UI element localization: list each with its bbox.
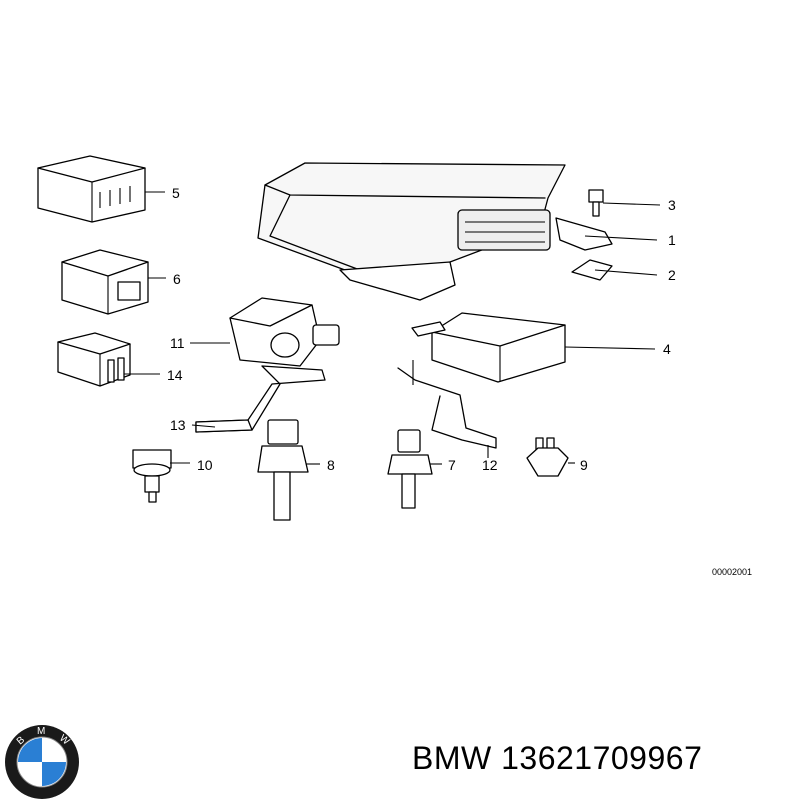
- part-number-caption: BMW 13621709967: [412, 740, 703, 776]
- callout-9: 9: [580, 457, 588, 473]
- relay-14: [57, 332, 160, 387]
- svg-text:M: M: [37, 726, 45, 737]
- callout-5: 5: [172, 185, 180, 201]
- callout-7: 7: [448, 457, 456, 473]
- sensor-10: [132, 449, 190, 503]
- bracket-12: [397, 360, 497, 458]
- callout-8: 8: [327, 457, 335, 473]
- callout-11: 11: [170, 335, 185, 351]
- callout-14: 14: [167, 367, 183, 383]
- callout-1: 1: [668, 232, 676, 248]
- callout-12: 12: [482, 457, 498, 473]
- switch-9: [526, 437, 575, 477]
- callout-13: 13: [170, 417, 186, 433]
- reference-code: 00002001: [712, 567, 752, 577]
- relay-11: [190, 297, 340, 367]
- callout-10: 10: [197, 457, 213, 473]
- callout-3: 3: [668, 197, 676, 213]
- callout-4: 4: [663, 341, 671, 357]
- callout-2: 2: [668, 267, 676, 283]
- relay-6: [61, 249, 166, 315]
- sensor-8: [257, 419, 320, 521]
- bmw-logo: B M W: [5, 725, 79, 799]
- bolt: [588, 189, 661, 217]
- clip-nut: [571, 259, 658, 281]
- sensor-7: [387, 429, 442, 509]
- callout-6: 6: [173, 271, 181, 287]
- bracket-13: [191, 365, 326, 433]
- module-4: [411, 312, 656, 383]
- control-unit: [257, 162, 658, 301]
- relay-5: [37, 155, 165, 223]
